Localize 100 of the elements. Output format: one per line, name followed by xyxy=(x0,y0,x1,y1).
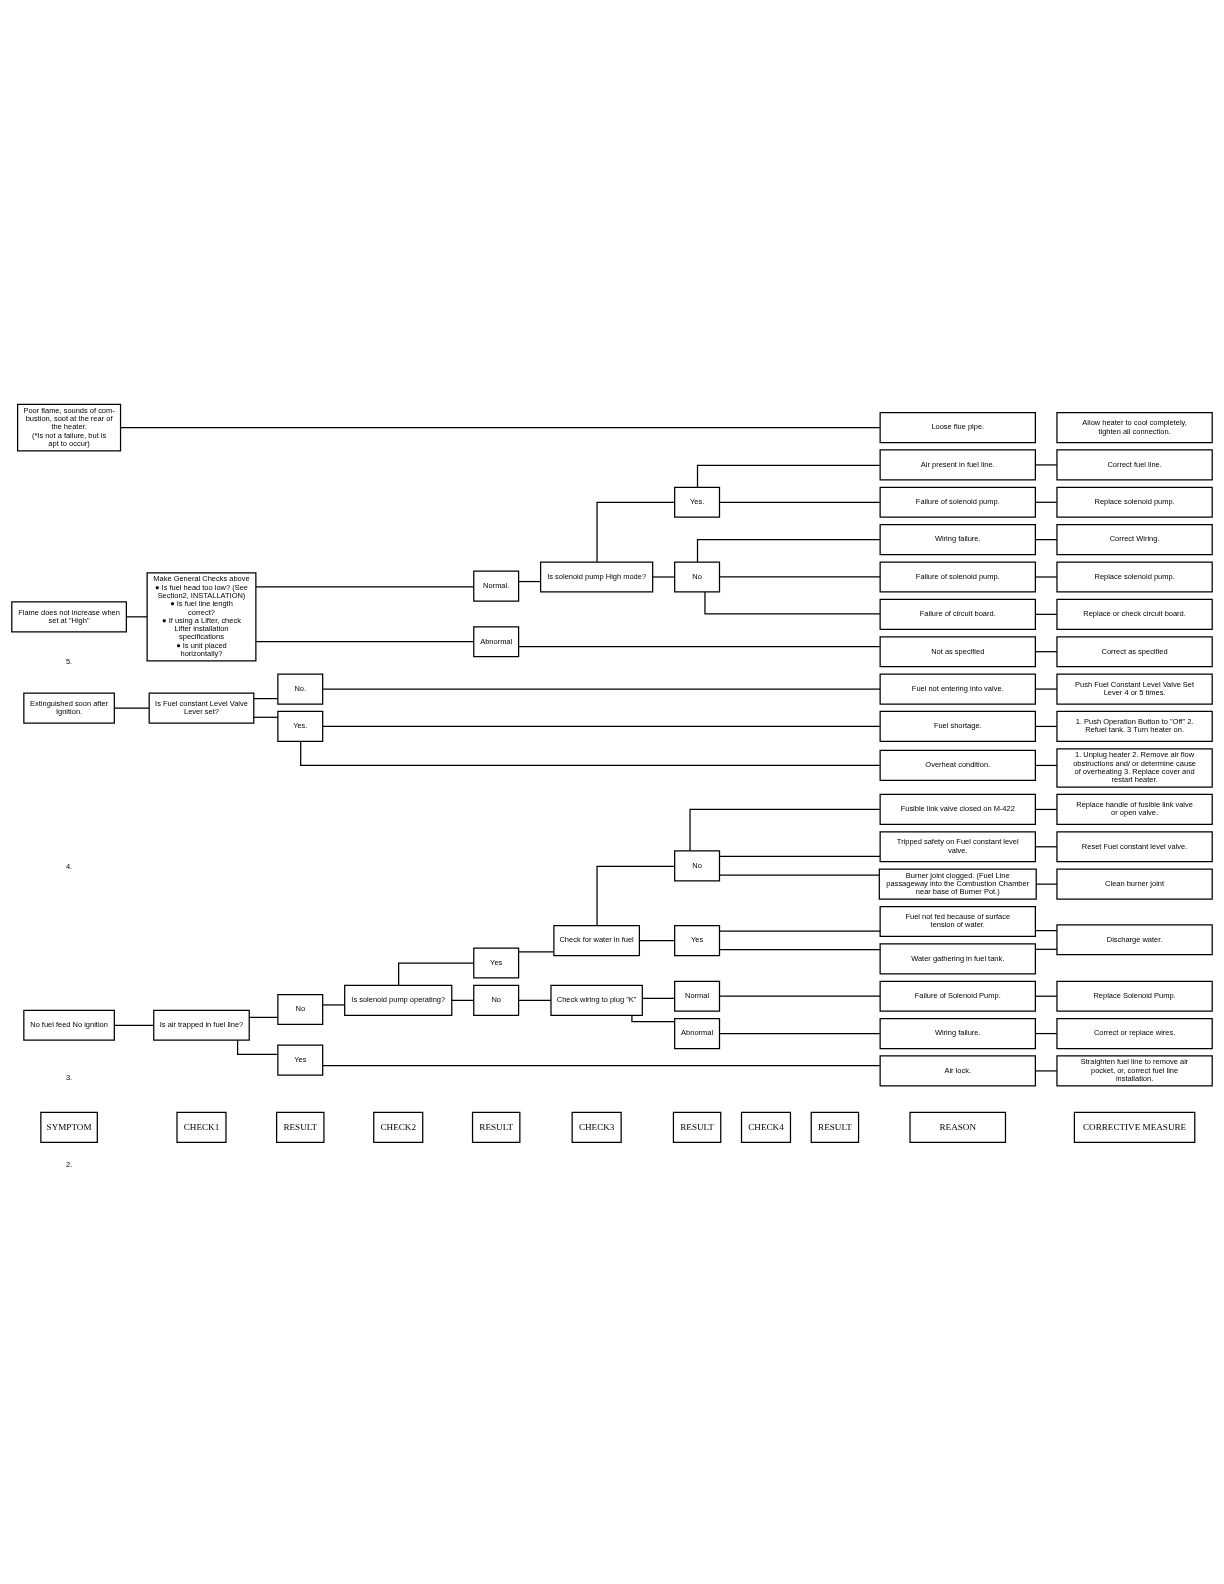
connector xyxy=(718,930,881,932)
node-box: Check for water in fuel xyxy=(553,925,640,957)
node-box: Abnormal xyxy=(674,1018,721,1050)
connector xyxy=(718,1032,881,1035)
connector xyxy=(1034,725,1058,728)
node-box: RESULT xyxy=(276,1111,325,1143)
connector xyxy=(1034,846,1058,848)
connector xyxy=(596,865,676,927)
connector xyxy=(718,874,880,876)
node-box: Yes. xyxy=(674,486,721,518)
connector xyxy=(1034,464,1058,466)
connector xyxy=(1034,501,1058,503)
connector xyxy=(236,1039,279,1055)
connector xyxy=(1034,651,1058,653)
node-box: Burner joint clogged. (Fuel Line passageway into the Combustion Chamber near base of Burner Pot.) xyxy=(878,868,1037,900)
connector xyxy=(248,1016,279,1018)
node-box: Replace solenoid pump. xyxy=(1056,561,1213,593)
connector xyxy=(1034,930,1058,932)
node-box: Water gathering in fuel tank. xyxy=(879,943,1036,975)
node-box: Normal. xyxy=(473,570,520,602)
connector xyxy=(652,576,676,578)
node-box: Correct as specified xyxy=(1056,636,1213,668)
label: 4. xyxy=(65,861,73,871)
node-box: Push Fuel Constant Level Valve Set Lever 4 or 5 times. xyxy=(1056,673,1213,705)
connector xyxy=(1034,1070,1058,1072)
connector xyxy=(518,999,552,1001)
node-box: Discharge water. xyxy=(1056,924,1213,956)
node-box: Reset Fuel constant level valve. xyxy=(1056,831,1213,863)
connector xyxy=(704,591,881,615)
node-box: Fuel shortage. xyxy=(879,710,1036,742)
node-box: 1. Push Operation Button to "Off" 2. Refuel tank. 3 Turn heater on. xyxy=(1056,710,1213,742)
node-box: Correct Wiring. xyxy=(1056,524,1213,556)
node-box: CHECK1 xyxy=(176,1111,227,1143)
node-box: Correct or replace wires. xyxy=(1056,1018,1213,1050)
connector xyxy=(1034,539,1058,541)
node-box: No. xyxy=(277,673,324,705)
node-box: Failure of circuit board. xyxy=(879,598,1036,630)
connector xyxy=(1034,808,1058,811)
node-box: Extinguished soon after Ignition. xyxy=(23,692,115,724)
node-box: No xyxy=(277,993,324,1026)
connector xyxy=(718,855,881,857)
node-box: Is solenoid pump operating? xyxy=(344,984,453,1016)
node-box: Not as specified xyxy=(879,636,1036,668)
node-box: Wiring failure. xyxy=(879,1018,1036,1050)
node-box: Poor flame, sounds of com- bustion, soot at the rear of the heater. (*Is not a failure, but is apt to occur) xyxy=(17,403,122,452)
connector xyxy=(689,808,881,852)
node-box: RESULT xyxy=(672,1111,722,1143)
connector xyxy=(718,501,881,503)
node-box: Air lock. xyxy=(879,1055,1036,1087)
label: 3. xyxy=(65,1073,73,1083)
label: 5. xyxy=(65,657,73,667)
node-box: No xyxy=(473,984,520,1016)
node-box: Failure of solenoid pump. xyxy=(879,561,1036,593)
node-box: No fuel feed No ignition xyxy=(23,1009,115,1041)
node-box: 1. Unplug heater 2. Remove air flow obstructions and/ or determine cause of overheating 3. Replace cover and restart heater. xyxy=(1056,748,1213,788)
connector xyxy=(125,616,148,618)
node-box: Loose flue pipe. xyxy=(879,412,1036,444)
node-box: Tripped safety on Fuel constant level valve. xyxy=(879,831,1036,863)
node-box: Is Fuel constant Level Valve Lever set? xyxy=(148,692,255,724)
node-box: Flame does not increase when set at "High" xyxy=(11,601,127,633)
connector xyxy=(322,1004,345,1006)
connector xyxy=(255,641,475,643)
connector xyxy=(114,1024,155,1026)
node-box: Check wiring to plug "K" xyxy=(550,984,643,1016)
connector xyxy=(718,576,881,578)
node-box: Failure of solenoid pump. xyxy=(879,486,1036,518)
node-box: Replace Solenoid Pump. xyxy=(1056,980,1213,1012)
node-box: Yes xyxy=(473,947,520,979)
connector xyxy=(1034,1032,1058,1035)
node-box: Clean burner joint xyxy=(1056,868,1213,900)
node-box: RESULT xyxy=(810,1111,860,1143)
label: 2. xyxy=(65,1159,73,1169)
node-box: SYMPTOM xyxy=(40,1111,98,1143)
node-box: Overheat condition. xyxy=(879,749,1036,781)
connector xyxy=(596,501,676,563)
node-box: Fuel not entering into valve. xyxy=(879,673,1036,705)
connector xyxy=(1034,576,1058,578)
connector xyxy=(120,426,881,429)
connector xyxy=(518,580,542,583)
node-box: Correct fuel line. xyxy=(1056,449,1213,481)
connector xyxy=(1034,688,1058,690)
connector xyxy=(1034,613,1058,615)
connector xyxy=(1034,948,1058,950)
node-box: Yes xyxy=(674,925,721,957)
node-box: CHECK4 xyxy=(740,1111,792,1143)
connector xyxy=(322,725,881,728)
node-box: RESULT xyxy=(471,1111,521,1143)
connector xyxy=(631,1014,676,1023)
connector xyxy=(1034,995,1058,997)
connector xyxy=(718,995,881,997)
connector xyxy=(253,716,279,718)
node-box: CHECK3 xyxy=(571,1111,622,1143)
connector xyxy=(114,707,150,709)
node-box: Air present in fuel line. xyxy=(879,449,1036,481)
connector xyxy=(638,939,676,942)
connector xyxy=(322,1064,881,1067)
node-box: Replace solenoid pump. xyxy=(1056,486,1213,518)
node-box: Replace handle of fusible link valve or open valve. xyxy=(1056,793,1213,825)
connector xyxy=(398,962,475,986)
node-box: Is air trapped in fuel line? xyxy=(153,1009,250,1041)
